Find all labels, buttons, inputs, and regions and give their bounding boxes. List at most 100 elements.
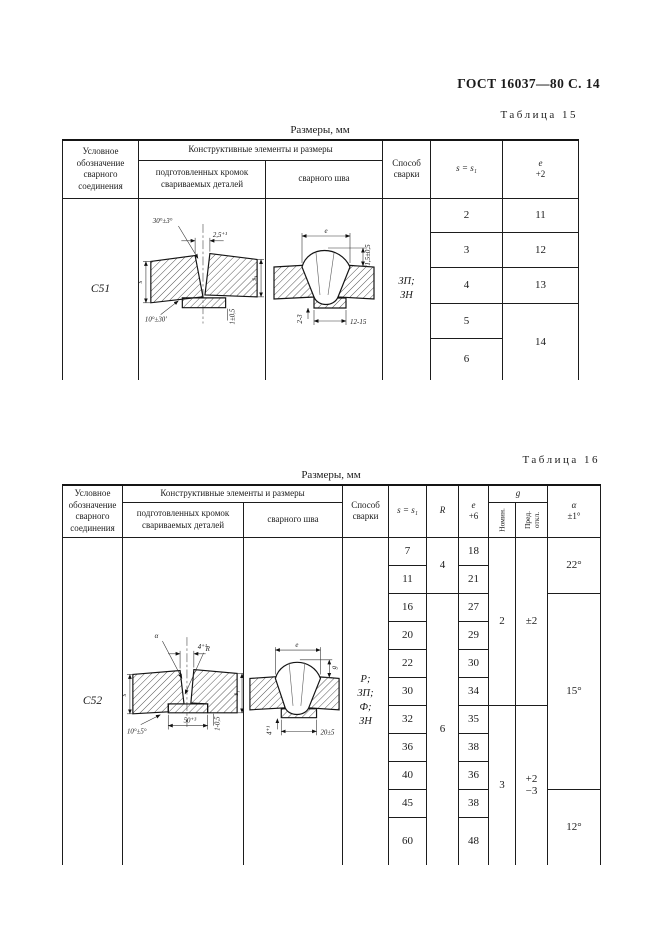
col-header-g: g xyxy=(488,484,548,503)
page-title: ГОСТ 16037—80 С. 14 xyxy=(457,76,600,91)
s-value: 32 xyxy=(388,704,427,734)
e-tolerance: +6 xyxy=(468,511,479,522)
dim-label-reinforcement: 1,5±0,5 xyxy=(364,244,372,266)
weld-drawing-c52-svg: e g 4⁺¹ 20±5 xyxy=(249,642,340,737)
alpha-symbol: α xyxy=(571,500,577,510)
table15-units-label: Размеры, мм xyxy=(290,124,350,136)
weld-drawing-c52: e g 4⁺¹ 20±5 xyxy=(243,536,343,865)
prep-drawing-c52-svg: α 4⁺¹ R s s₁ 10°±5° 50⁺³ 1-0,5 xyxy=(123,633,243,736)
e-value: 12 xyxy=(502,231,579,268)
dim-label-backing-width: 20±5 xyxy=(320,730,335,737)
col-header-edges: подготовленных кромок свариваемых детале… xyxy=(138,159,266,199)
table16: Условное обозначение сварного соединения… xyxy=(62,484,601,865)
e-value: 34 xyxy=(458,676,489,706)
s-value: 36 xyxy=(388,732,427,762)
col-header-weld: сварного шва xyxy=(243,501,343,538)
dimension-lines xyxy=(126,641,243,730)
col-header-g-nominal: Номин. xyxy=(488,501,516,538)
prep-drawing-c51: 30°±3° 2,5⁺¹ s s₁ 10°±30' 1±0,5 xyxy=(138,197,266,380)
alpha-tolerance: ±1° xyxy=(567,511,581,522)
g-deviation-label: Пред. откл. xyxy=(522,510,541,529)
col-header-designation: Условное обозначение сварного соединения xyxy=(62,139,139,199)
s-value: 2 xyxy=(430,197,503,233)
prep-drawing-c51-svg: 30°±3° 2,5⁺¹ s s₁ 10°±30' 1±0,5 xyxy=(139,218,264,325)
dim-label-top-angle: 30°±3° xyxy=(152,218,173,225)
fusion-line xyxy=(300,663,306,707)
s-value: 60 xyxy=(388,816,427,865)
dim-label-s: s xyxy=(139,281,144,284)
dim-label-backing-height: 1-0,5 xyxy=(214,716,221,731)
s-value: 20 xyxy=(388,620,427,650)
col-header-edges: подготовленных кромок свариваемых детале… xyxy=(122,501,244,538)
g-deviation-value: +2 −3 xyxy=(515,704,548,865)
g-deviation-value: ±2 xyxy=(515,536,548,706)
col-header-e: e +6 xyxy=(458,484,489,538)
g-nominal-value: 3 xyxy=(488,704,516,865)
dim-label-alpha: α xyxy=(155,633,159,640)
e-value: 21 xyxy=(458,564,489,594)
col-header-e: e +2 xyxy=(502,139,579,199)
col-header-constructive: Конструктивные элементы и размеры xyxy=(138,139,383,161)
e-value: 27 xyxy=(458,592,489,622)
e-value: 48 xyxy=(458,816,489,865)
dim-label-s1: s₁ xyxy=(251,276,258,281)
col-header-R: R xyxy=(426,484,459,538)
dim-label-root: 4⁺¹ xyxy=(266,726,273,735)
dim-label-root: 2-3 xyxy=(296,314,304,324)
dimension-lines xyxy=(142,226,264,321)
dim-label-bottom-angle: 10°±30' xyxy=(145,317,167,324)
alpha-value: 15° xyxy=(547,592,601,790)
e-value: 11 xyxy=(502,197,579,233)
right-plate xyxy=(204,253,258,298)
designation-c51: С51 xyxy=(62,197,139,380)
dimension-lines xyxy=(275,647,333,736)
col-header-designation: Условное обозначение сварного соединения xyxy=(62,484,123,538)
dim-label-backing-width: 50⁺³ xyxy=(184,718,198,725)
s-value: 11 xyxy=(388,564,427,594)
method-cell: ЗП; ЗН xyxy=(382,197,431,380)
r-value: 6 xyxy=(426,592,459,865)
col-header-alpha: α ±1° xyxy=(547,484,601,538)
e-value: 18 xyxy=(458,536,489,566)
dim-label-e: e xyxy=(324,227,327,235)
e-value-merged: 14 xyxy=(502,302,579,380)
e-value: 35 xyxy=(458,704,489,734)
e-value: 30 xyxy=(458,648,489,678)
e-tolerance: +2 xyxy=(535,169,546,180)
weld-drawing-c51-svg: e 1,5±0,5 2-3 12-15 xyxy=(273,227,375,326)
col-header-s: s = s₁ xyxy=(430,139,503,199)
prep-drawing-c52: α 4⁺¹ R s s₁ 10°±5° 50⁺³ 1-0,5 xyxy=(122,536,244,865)
s-value: 45 xyxy=(388,788,427,818)
dim-label-bottom-angle: 10°±5° xyxy=(127,729,147,736)
weld-drawing-c51: e 1,5±0,5 2-3 12-15 xyxy=(265,197,383,380)
fusion-line xyxy=(288,663,294,707)
e-symbol: e xyxy=(538,158,543,168)
dim-label-s1: s₁ xyxy=(233,691,240,696)
dim-label-root-face: 1±0,5 xyxy=(229,308,236,324)
table16-caption: Таблица 16 xyxy=(522,454,600,466)
dim-label-backing-width: 12-15 xyxy=(350,318,367,326)
table15-caption: Таблица 15 xyxy=(500,109,578,121)
weld-bead xyxy=(301,250,351,306)
e-value: 36 xyxy=(458,760,489,790)
g-nominal-value: 2 xyxy=(488,536,516,706)
dimension-lines xyxy=(301,233,367,326)
col-header-constructive: Конструктивные элементы и размеры xyxy=(122,484,343,503)
fusion-line xyxy=(327,253,335,296)
dim-label-gap: 2,5⁺¹ xyxy=(213,232,227,239)
dim-label-s: s xyxy=(123,694,128,697)
s-value: 40 xyxy=(388,760,427,790)
s-value: 22 xyxy=(388,648,427,678)
left-plate xyxy=(150,255,204,304)
method-cell: Р; ЗП; Ф; ЗН xyxy=(342,536,389,865)
r-value: 4 xyxy=(426,536,459,594)
table15: Условное обозначение сварного соединения… xyxy=(62,139,579,380)
e-value: 38 xyxy=(458,788,489,818)
dim-label-e: e xyxy=(295,642,298,649)
s-value: 6 xyxy=(430,337,503,380)
alpha-value: 22° xyxy=(547,536,601,594)
col-header-weld: сварного шва xyxy=(265,159,383,199)
s-value: 7 xyxy=(388,536,427,566)
dim-label-gap: 4⁺¹ xyxy=(198,644,207,651)
